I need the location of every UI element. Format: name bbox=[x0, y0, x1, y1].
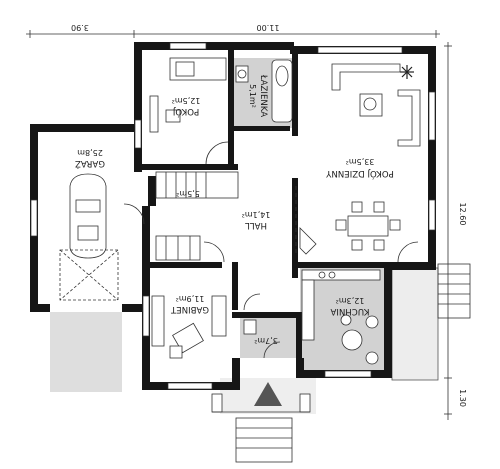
dimension-lines bbox=[26, 30, 452, 420]
room-label-kuchnia: KUCHNIA 12,3m² bbox=[330, 296, 369, 316]
room-area-lazienka: 5,1m² bbox=[248, 84, 257, 108]
terrace-area bbox=[391, 267, 439, 381]
room-area-wc: 3,7m² bbox=[254, 336, 278, 345]
room-area-pokoj-dzienny: 33,5m² bbox=[346, 157, 375, 166]
room-name-garaz: GARAŻ bbox=[75, 158, 105, 169]
dimension-right-main: 12.60 bbox=[458, 203, 467, 226]
room-area-garaz: 25,8m bbox=[77, 148, 103, 157]
room-area-hall: 14,1m² bbox=[242, 210, 271, 219]
room-label-garaz: GARAŻ 25,8m bbox=[75, 148, 105, 169]
kitchen-furniture bbox=[301, 269, 381, 365]
room-label-gabinet: GABINET 11,9m² bbox=[170, 294, 209, 314]
room-area-stairs: 5,5m² bbox=[176, 189, 200, 198]
entrance-steps bbox=[211, 393, 311, 463]
dimension-top-right: 11.00 bbox=[257, 23, 280, 32]
room-label-pokoj-dzienny: POKÓJ DZIENNY 33,5m² bbox=[325, 157, 393, 180]
fireplace-icon bbox=[400, 65, 414, 79]
living-room-furniture bbox=[299, 63, 421, 263]
room-area-kuchnia: 12,3m² bbox=[336, 296, 365, 305]
dimension-top-left: 3.90 bbox=[71, 23, 89, 32]
room-name-hall: HALL bbox=[245, 220, 267, 230]
room-name-lazienka: ŁAZIENKA bbox=[258, 74, 268, 117]
terrace-stairs bbox=[437, 263, 471, 319]
driveway-area bbox=[50, 312, 122, 392]
staircase bbox=[155, 171, 239, 263]
room-name-pokoj-dzienny: POKÓJ DZIENNY bbox=[325, 168, 393, 180]
entrance-triangle-icon bbox=[254, 382, 282, 406]
study-furniture bbox=[151, 293, 261, 359]
bathroom-fixtures bbox=[235, 59, 293, 123]
room-area-gabinet: 11,9m² bbox=[176, 294, 205, 303]
room-label-pokoj: POKÓJ 12,5m² bbox=[172, 96, 201, 118]
bedroom-furniture bbox=[149, 57, 229, 165]
room-name-kuchnia: KUCHNIA bbox=[330, 306, 369, 316]
garage-car bbox=[59, 173, 145, 301]
room-label-lazienka: ŁAZIENKA 5,1m² bbox=[248, 74, 268, 117]
dimension-right-bottom: 1.30 bbox=[458, 389, 467, 407]
room-name-pokoj: POKÓJ bbox=[173, 106, 199, 118]
inner-walls bbox=[142, 50, 386, 362]
windows bbox=[30, 42, 436, 390]
room-area-pokoj: 12,5m² bbox=[172, 96, 201, 105]
room-name-gabinet: GABINET bbox=[170, 304, 209, 314]
wc-fixtures bbox=[243, 319, 281, 359]
room-label-hall: HALL 14,1m² bbox=[242, 210, 271, 230]
